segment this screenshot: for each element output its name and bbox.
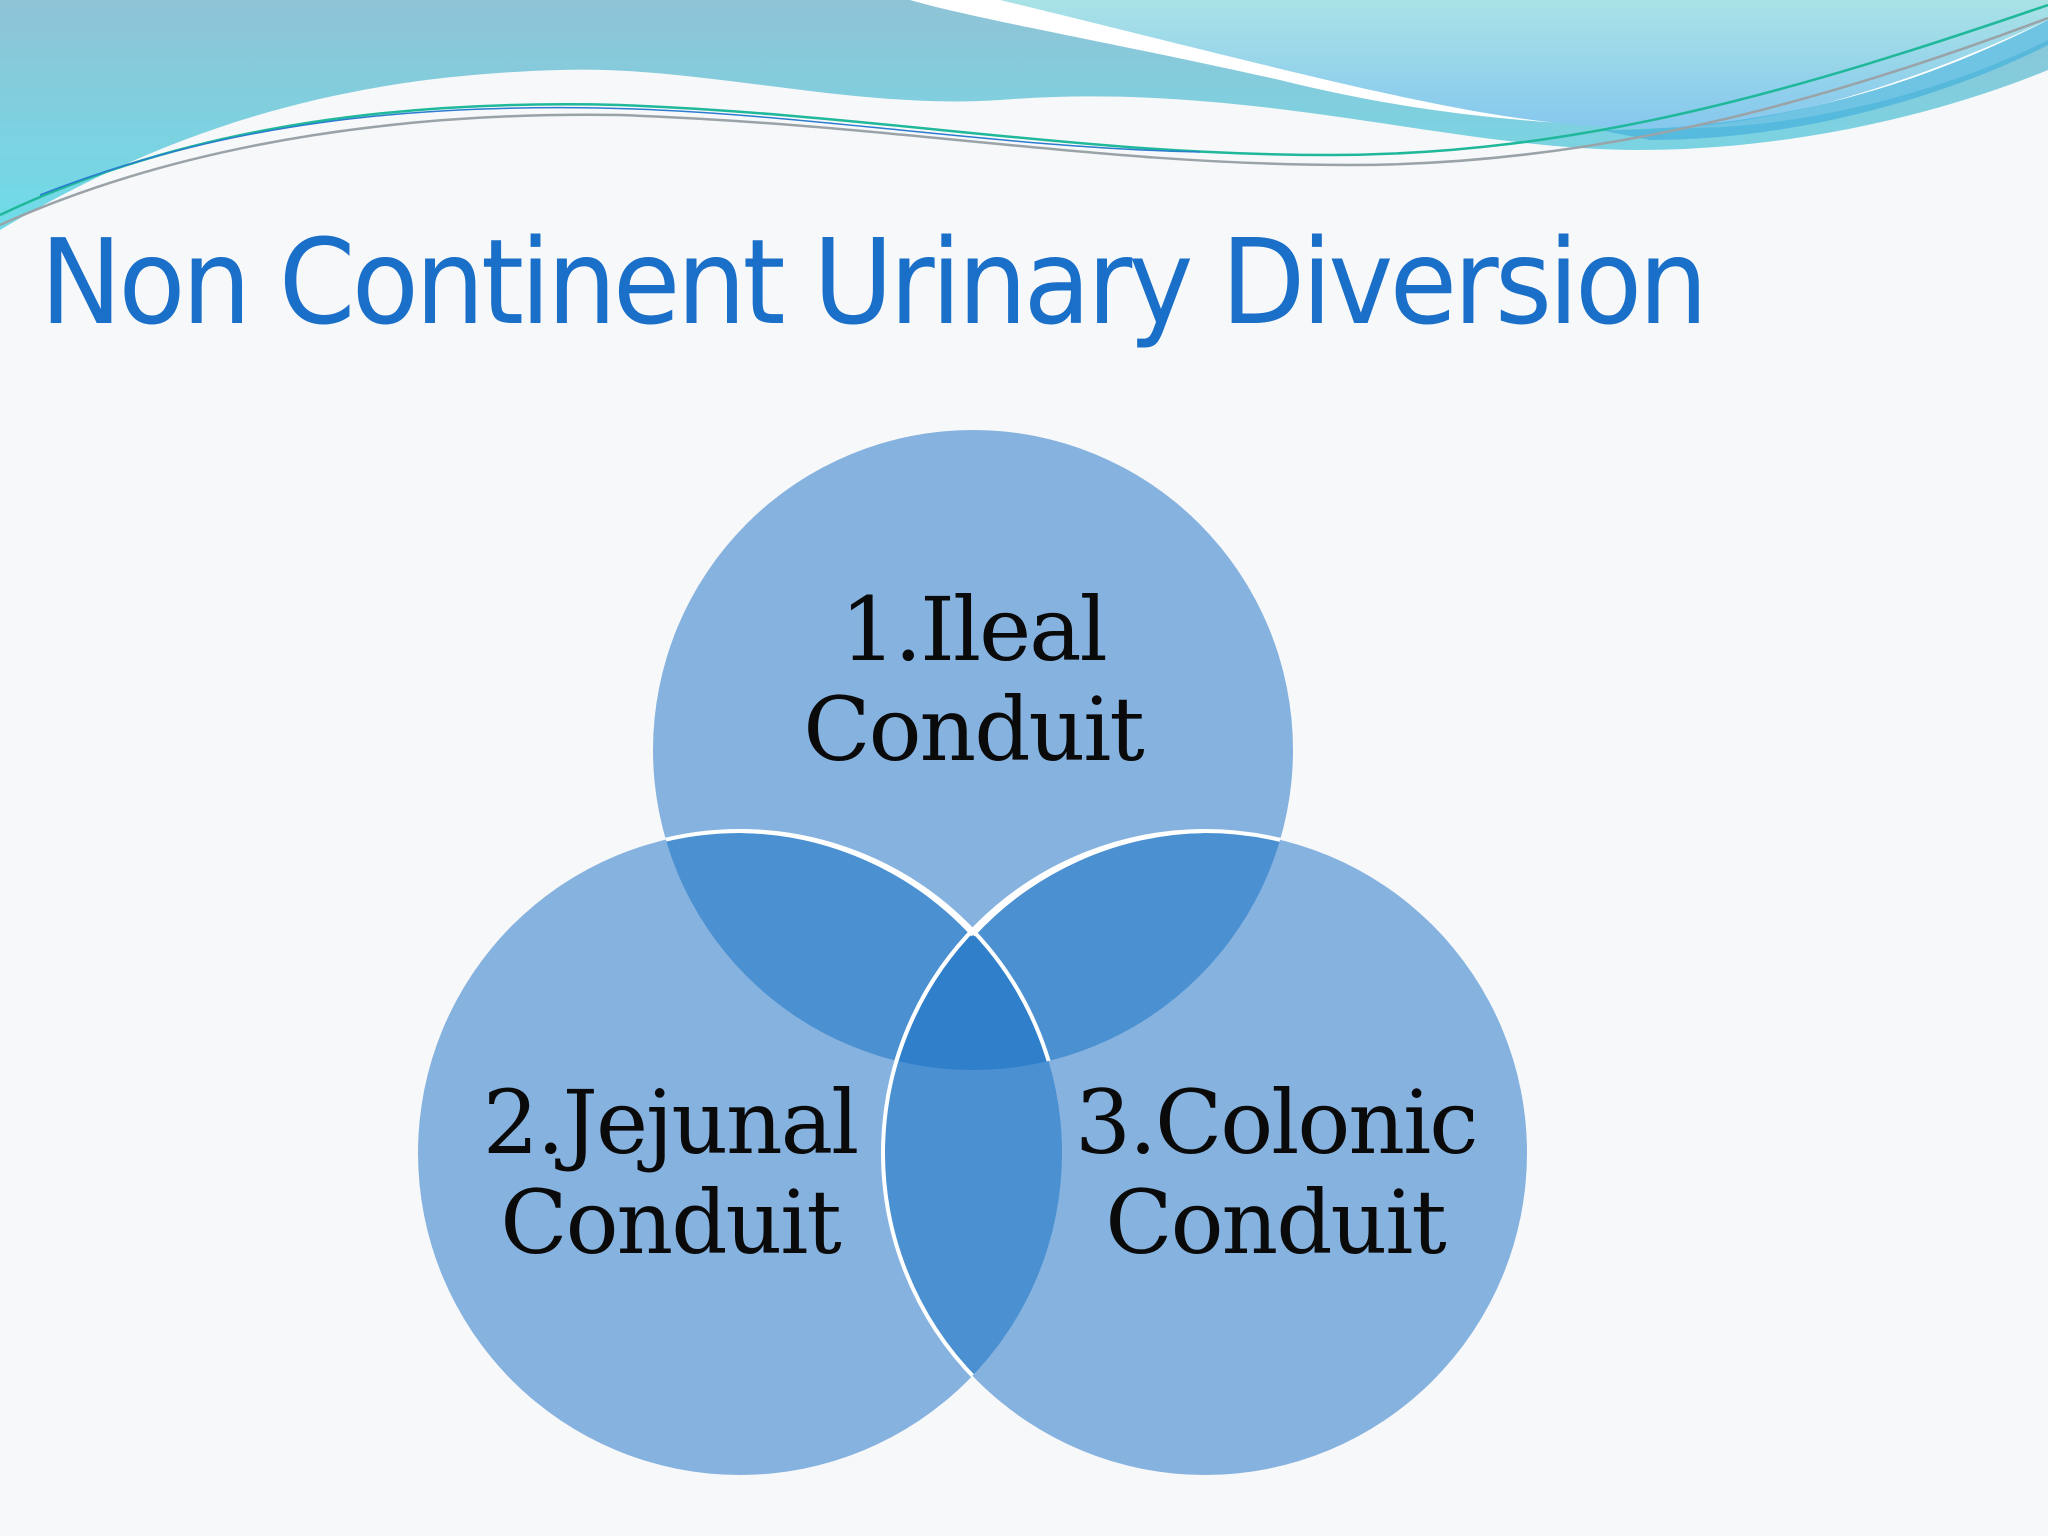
slide-title: Non Continent Urinary Diversion (40, 213, 1708, 351)
label-ileal-line1: 1.Ileal (840, 578, 1108, 681)
label-colonic-conduit: 3.Colonic Conduit (1075, 1071, 1479, 1274)
overlap-ileal-colonic (883, 831, 1293, 1070)
label-colonic-line1: 3.Colonic (1075, 1071, 1479, 1174)
label-ileal-conduit: 1.Ileal Conduit (773, 580, 1173, 780)
wave-header-decoration (0, 0, 2048, 230)
label-jejunal-conduit: 2.Jejunal Conduit (470, 1073, 870, 1273)
label-ileal-line2: Conduit (803, 678, 1145, 781)
overlap-ileal-jejunal (653, 831, 1062, 1070)
label-colonic-line2: Conduit (1105, 1171, 1447, 1274)
label-jejunal-line1: 2.Jejunal (482, 1071, 860, 1174)
label-jejunal-line2: Conduit (500, 1171, 842, 1274)
